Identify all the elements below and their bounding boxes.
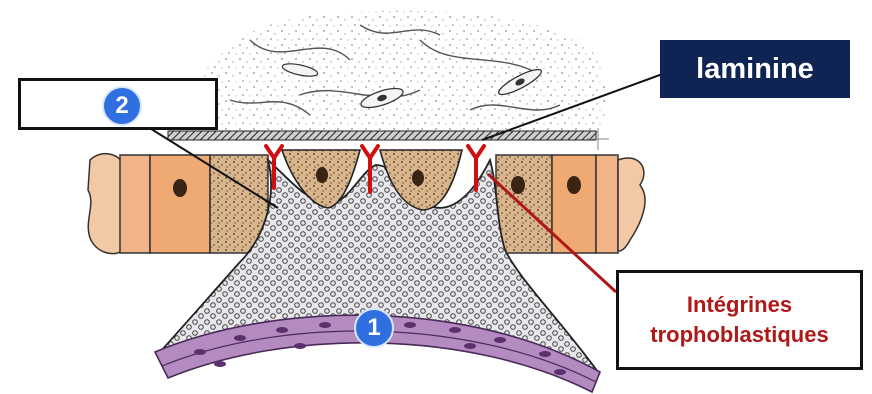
integrin-label: Intégrines trophoblastiques — [616, 270, 863, 370]
laminin-label-text: laminine — [696, 53, 814, 86]
marker-2: 2 — [102, 86, 142, 126]
laminin-label: laminine — [660, 40, 850, 98]
integrin-label-line1: Intégrines — [687, 290, 792, 320]
integrin-label-line2: trophoblastiques — [650, 320, 828, 350]
marker-1: 1 — [354, 308, 394, 348]
basement-membrane — [168, 131, 596, 140]
